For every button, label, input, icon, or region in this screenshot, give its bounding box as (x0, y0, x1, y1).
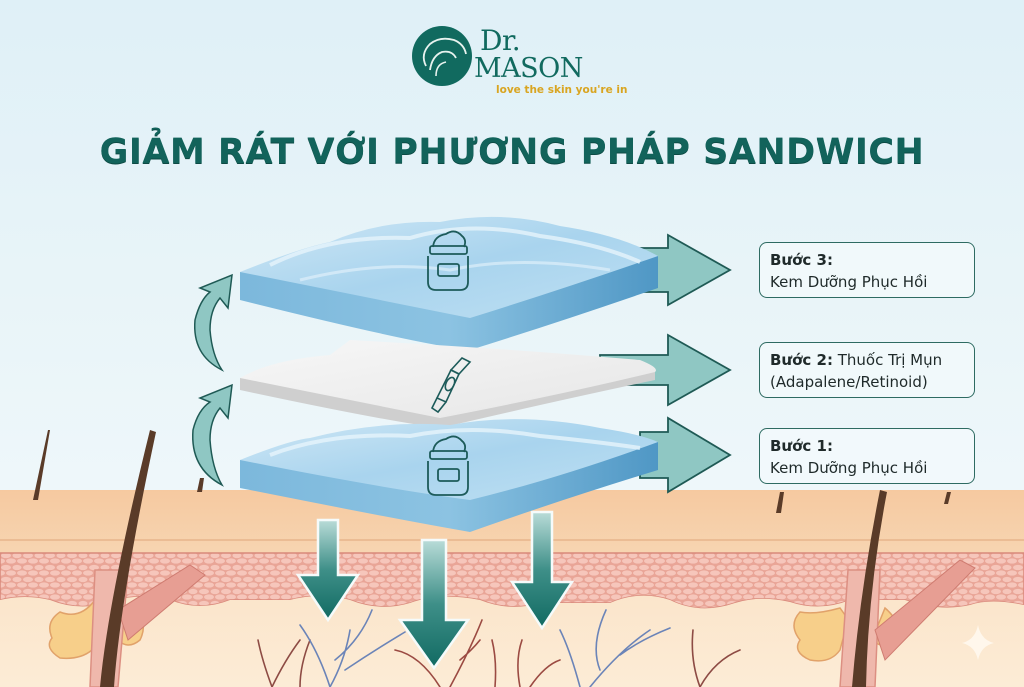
step-1-text: Kem Dưỡng Phục Hồi (770, 459, 928, 477)
hair-follicle-right (776, 490, 976, 687)
cream-jar-icon (427, 435, 469, 496)
step-2-text2: (Adapalene/Retinoid) (770, 373, 928, 391)
step-3-label-box: Bước 3: Kem Dưỡng Phục Hồi (759, 242, 975, 298)
logo-emblem-icon (412, 26, 472, 86)
hair-follicle-left (33, 430, 206, 687)
step-3-text: Kem Dưỡng Phục Hồi (770, 273, 928, 291)
penetration-arrows (295, 510, 575, 671)
brand-name-line1: Dr. (480, 24, 521, 57)
step-1-label-box: Bước 1: Kem Dưỡng Phục Hồi (759, 428, 975, 484)
step-2-label: Bước 2: (770, 351, 833, 369)
step-2-label-box: Bước 2: Thuốc Trị Mụn (Adapalene/Retinoi… (759, 342, 975, 398)
spread-arrows (599, 233, 732, 494)
sparkle-icon (962, 625, 994, 660)
layer-bottom-cream (240, 419, 658, 532)
brand-name-line2: MASON (474, 53, 583, 84)
brand-tagline: love the skin you're in (496, 84, 628, 96)
page-title: GIẢM RÁT VỚI PHƯƠNG PHÁP SANDWICH (99, 132, 925, 172)
layer-top-cream (240, 216, 658, 350)
cream-jar-icon (427, 230, 469, 291)
brand-logo: Dr. MASON love the skin you're in (412, 24, 627, 96)
step-2-text: Thuốc Trị Mụn (837, 351, 943, 369)
step-1-label: Bước 1: (770, 437, 833, 455)
ointment-tube-icon (430, 357, 472, 414)
lift-arrows (192, 273, 233, 487)
step-3-label: Bước 3: (770, 251, 833, 269)
layer-middle-treatment (240, 340, 656, 428)
